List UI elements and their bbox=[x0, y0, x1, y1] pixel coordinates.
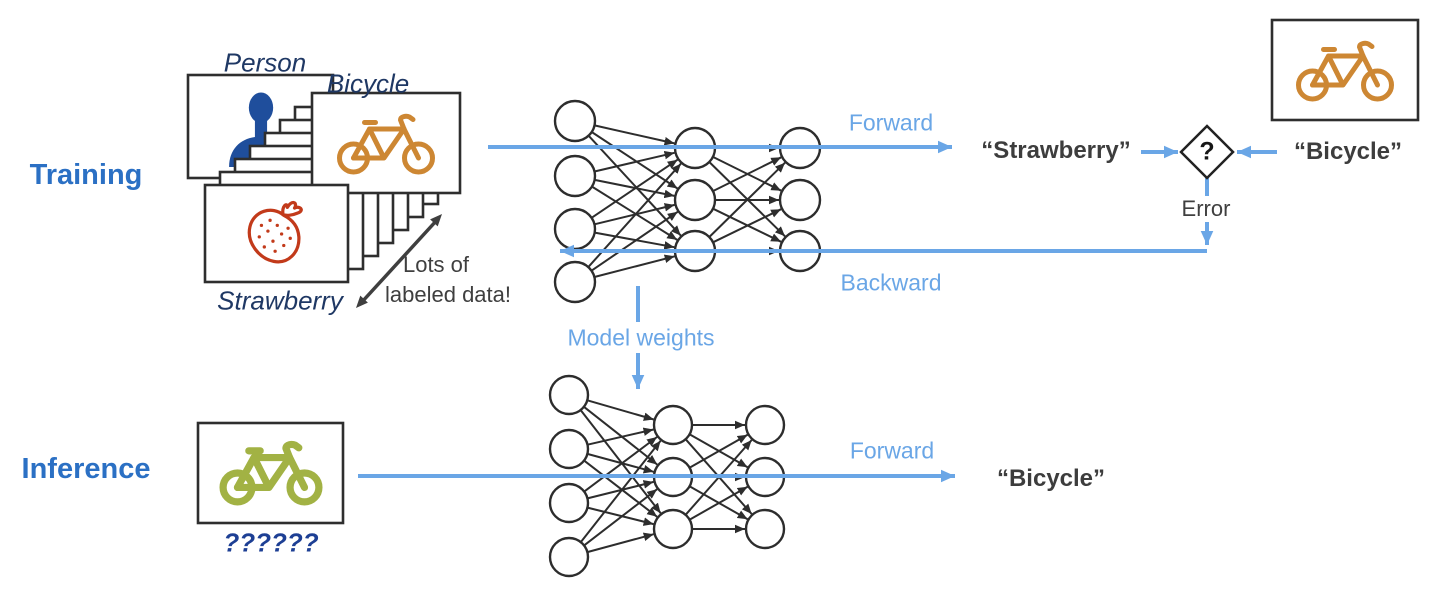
network-edge bbox=[583, 406, 658, 466]
training-data-stack bbox=[186, 73, 462, 284]
network-node bbox=[553, 99, 597, 143]
network-node bbox=[673, 178, 717, 222]
prediction-text-training: “Strawberry” bbox=[981, 136, 1131, 164]
network-node bbox=[652, 404, 694, 446]
network-node bbox=[548, 536, 590, 578]
question-diamond bbox=[1179, 124, 1235, 180]
flow-arrows bbox=[358, 140, 1277, 483]
inference-input-card bbox=[196, 421, 345, 525]
network-edge bbox=[594, 231, 675, 250]
network-edge bbox=[594, 254, 675, 278]
network-edge bbox=[583, 459, 658, 518]
backward-label: Backward bbox=[840, 269, 942, 296]
network-edge bbox=[689, 433, 749, 469]
network-edge bbox=[689, 485, 749, 521]
network-edge bbox=[591, 131, 679, 190]
network-node bbox=[744, 404, 786, 446]
network-edge bbox=[712, 156, 782, 192]
network-edge bbox=[583, 488, 658, 547]
network-edge bbox=[712, 208, 782, 244]
network-node bbox=[553, 154, 597, 198]
model-weights-label: Model weights bbox=[567, 324, 715, 351]
ground-truth-text: “Bicycle” bbox=[1293, 137, 1403, 165]
network-edge bbox=[587, 399, 655, 421]
stack-note-line1: Lots of bbox=[402, 251, 470, 277]
strawberry-card bbox=[203, 183, 350, 284]
network-edge bbox=[587, 427, 654, 446]
network-edge bbox=[587, 452, 654, 474]
training-title: Training bbox=[29, 159, 143, 192]
forward-label-inference: Forward bbox=[849, 437, 935, 464]
training-network bbox=[553, 99, 822, 304]
network-edge bbox=[590, 210, 679, 272]
network-node bbox=[548, 482, 590, 524]
network-edge bbox=[583, 436, 658, 493]
network-edge bbox=[594, 124, 675, 146]
network-edge bbox=[580, 440, 662, 543]
network-edge bbox=[591, 185, 678, 241]
network-node bbox=[553, 260, 597, 304]
inference-network bbox=[548, 374, 786, 578]
network-edge bbox=[587, 532, 654, 554]
bicycle-label: Bicycle bbox=[326, 68, 410, 99]
forward-label-training: Forward bbox=[848, 109, 934, 136]
bicycle-card bbox=[310, 91, 462, 195]
error-label: Error bbox=[1181, 195, 1231, 221]
network-node bbox=[778, 178, 822, 222]
lots-of-data-arrow bbox=[356, 214, 442, 308]
network-node bbox=[548, 374, 590, 416]
network-edge bbox=[587, 135, 682, 237]
network-node bbox=[548, 428, 590, 470]
stack-note-line2: labeled data! bbox=[385, 281, 511, 307]
unknown-input-label: ?????? bbox=[223, 527, 319, 558]
person-label: Person bbox=[223, 47, 307, 78]
ground-truth-card bbox=[1270, 18, 1420, 122]
network-node bbox=[652, 508, 694, 550]
inference-title: Inference bbox=[21, 453, 151, 486]
network-edge bbox=[594, 150, 675, 173]
network-edge bbox=[591, 158, 679, 219]
network-node bbox=[553, 207, 597, 251]
prediction-text-inference: “Bicycle” bbox=[996, 464, 1106, 492]
network-edge bbox=[708, 161, 786, 238]
strawberry-label: Strawberry bbox=[217, 285, 343, 316]
comparator-question-mark: ? bbox=[1199, 137, 1215, 166]
network-edge bbox=[587, 506, 654, 526]
network-node bbox=[744, 508, 786, 550]
